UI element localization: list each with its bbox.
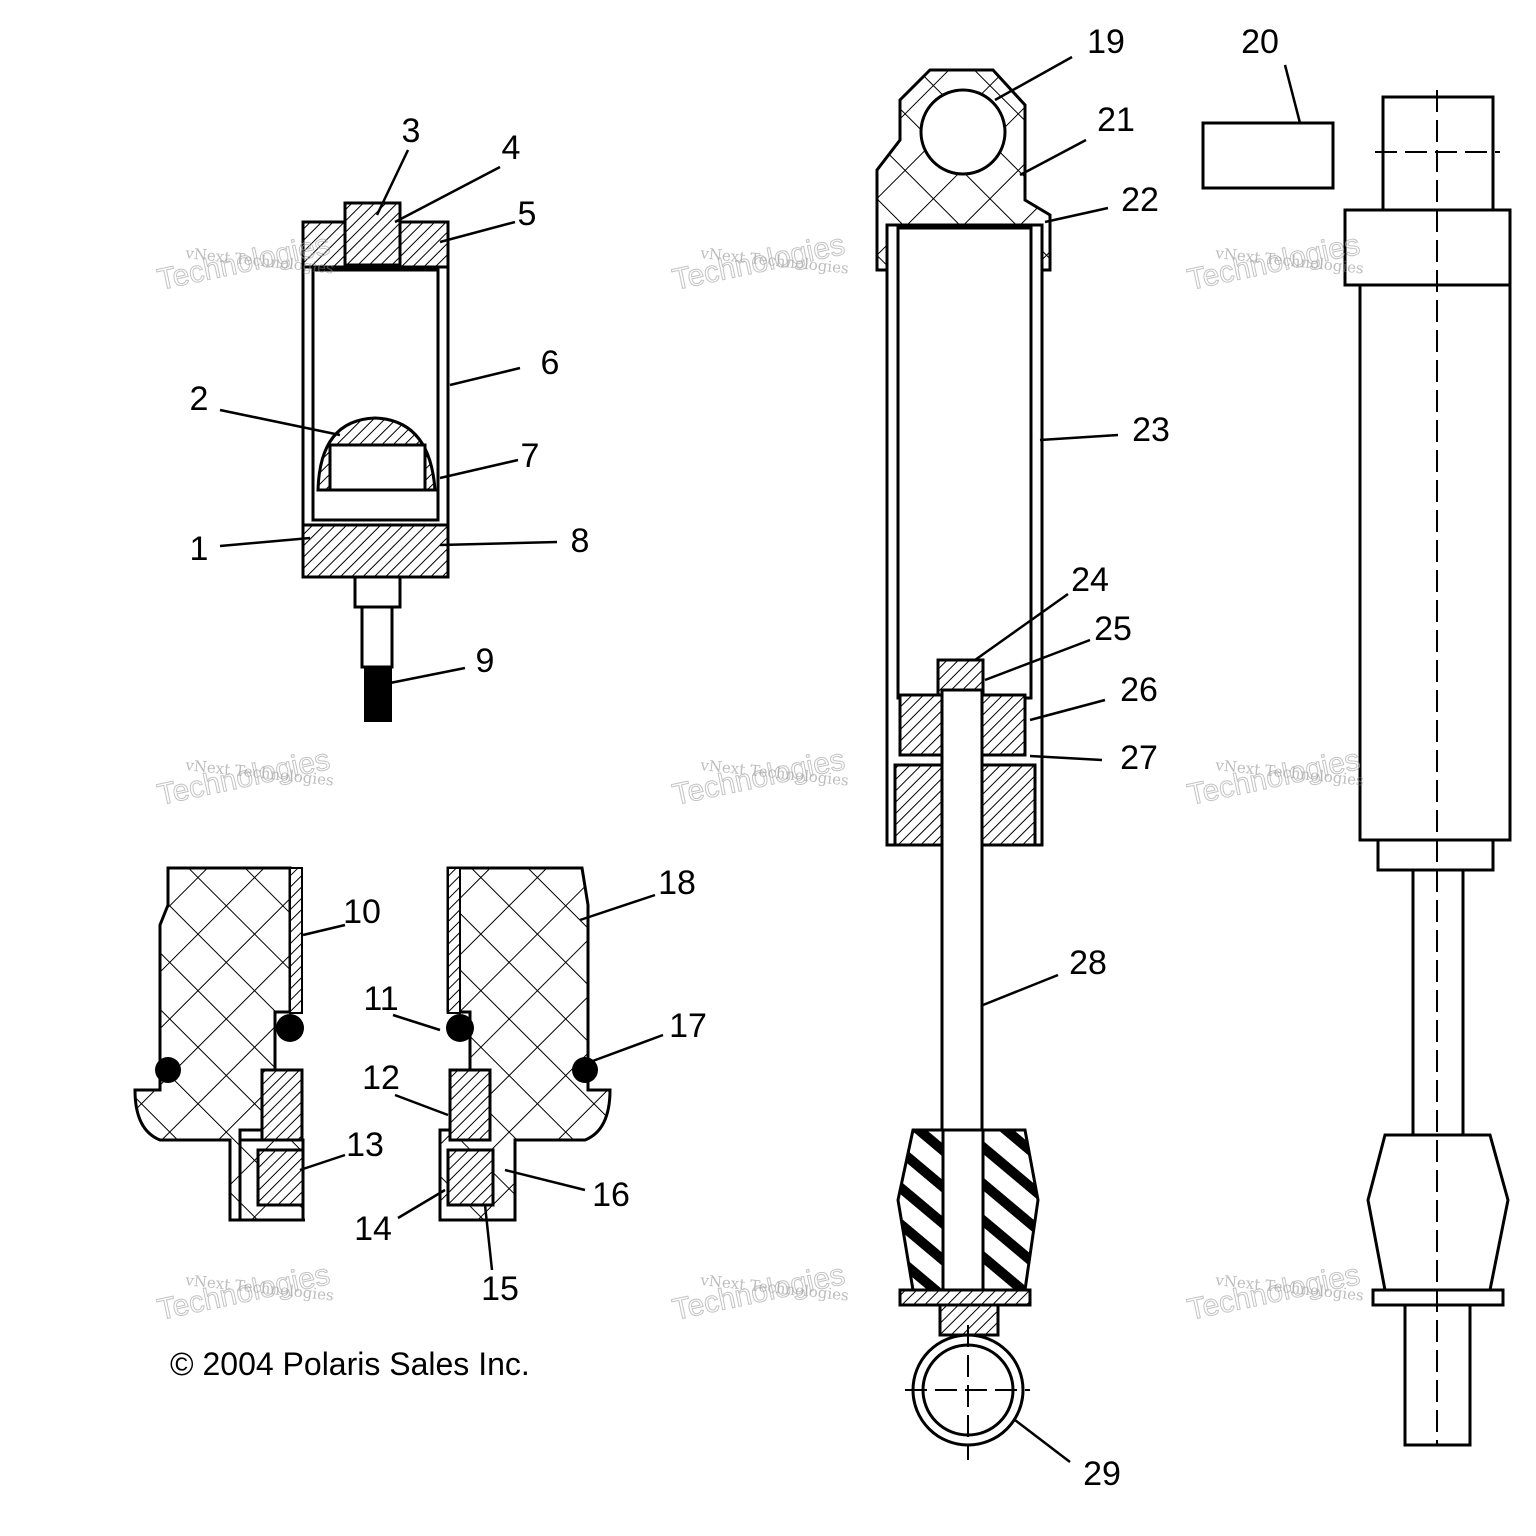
callout-14: 14 xyxy=(354,1210,392,1248)
callout-26: 26 xyxy=(1120,671,1158,709)
callout-3: 3 xyxy=(402,112,421,150)
watermark: Technologies xyxy=(155,1258,333,1327)
callout-13: 13 xyxy=(346,1126,384,1164)
copyright-text: © 2004 Polaris Sales Inc. xyxy=(170,1346,530,1382)
callout-15: 15 xyxy=(481,1270,519,1308)
callout-11: 11 xyxy=(363,980,398,1018)
callout-10: 10 xyxy=(343,893,381,931)
callout-20: 20 xyxy=(1241,23,1279,61)
callout-4: 4 xyxy=(502,129,521,167)
leader-lines xyxy=(219,55,1302,1463)
callout-7: 7 xyxy=(521,437,540,475)
shock-cross-section xyxy=(875,68,1052,1460)
shock-exterior-view xyxy=(1201,90,1512,1447)
callout-24: 24 xyxy=(1071,561,1109,599)
callout-12: 12 xyxy=(362,1059,400,1097)
seal-detail-section xyxy=(133,866,612,1222)
callout-27: 27 xyxy=(1120,739,1158,777)
watermark: Technologies xyxy=(155,743,333,812)
callout-21: 21 xyxy=(1097,101,1135,139)
callout-29: 29 xyxy=(1083,1455,1121,1493)
watermark: Technologies xyxy=(670,228,848,297)
callout-labels: 1 2 3 4 5 6 7 8 9 10 11 12 13 14 15 16 1… xyxy=(190,23,1279,1493)
callout-1: 1 xyxy=(190,530,209,568)
reservoir-assembly xyxy=(301,201,450,722)
watermark: Technologies xyxy=(1185,743,1363,812)
callout-9: 9 xyxy=(476,642,495,680)
callout-8: 8 xyxy=(571,522,590,560)
callout-18: 18 xyxy=(658,864,696,902)
callout-28: 28 xyxy=(1069,944,1107,982)
callout-5: 5 xyxy=(518,195,537,233)
callout-17: 17 xyxy=(669,1007,707,1045)
callout-22: 22 xyxy=(1121,181,1159,219)
callout-19: 19 xyxy=(1087,23,1125,61)
callout-23: 23 xyxy=(1132,411,1170,449)
callout-6: 6 xyxy=(541,344,560,382)
watermark: Technologies xyxy=(1185,228,1363,297)
callout-2: 2 xyxy=(190,380,209,418)
watermark: Technologies xyxy=(1185,1258,1363,1327)
watermark: Technologies xyxy=(670,1258,848,1327)
callout-16: 16 xyxy=(592,1176,630,1214)
callout-25: 25 xyxy=(1094,610,1132,648)
watermark: Technologies xyxy=(670,743,848,812)
